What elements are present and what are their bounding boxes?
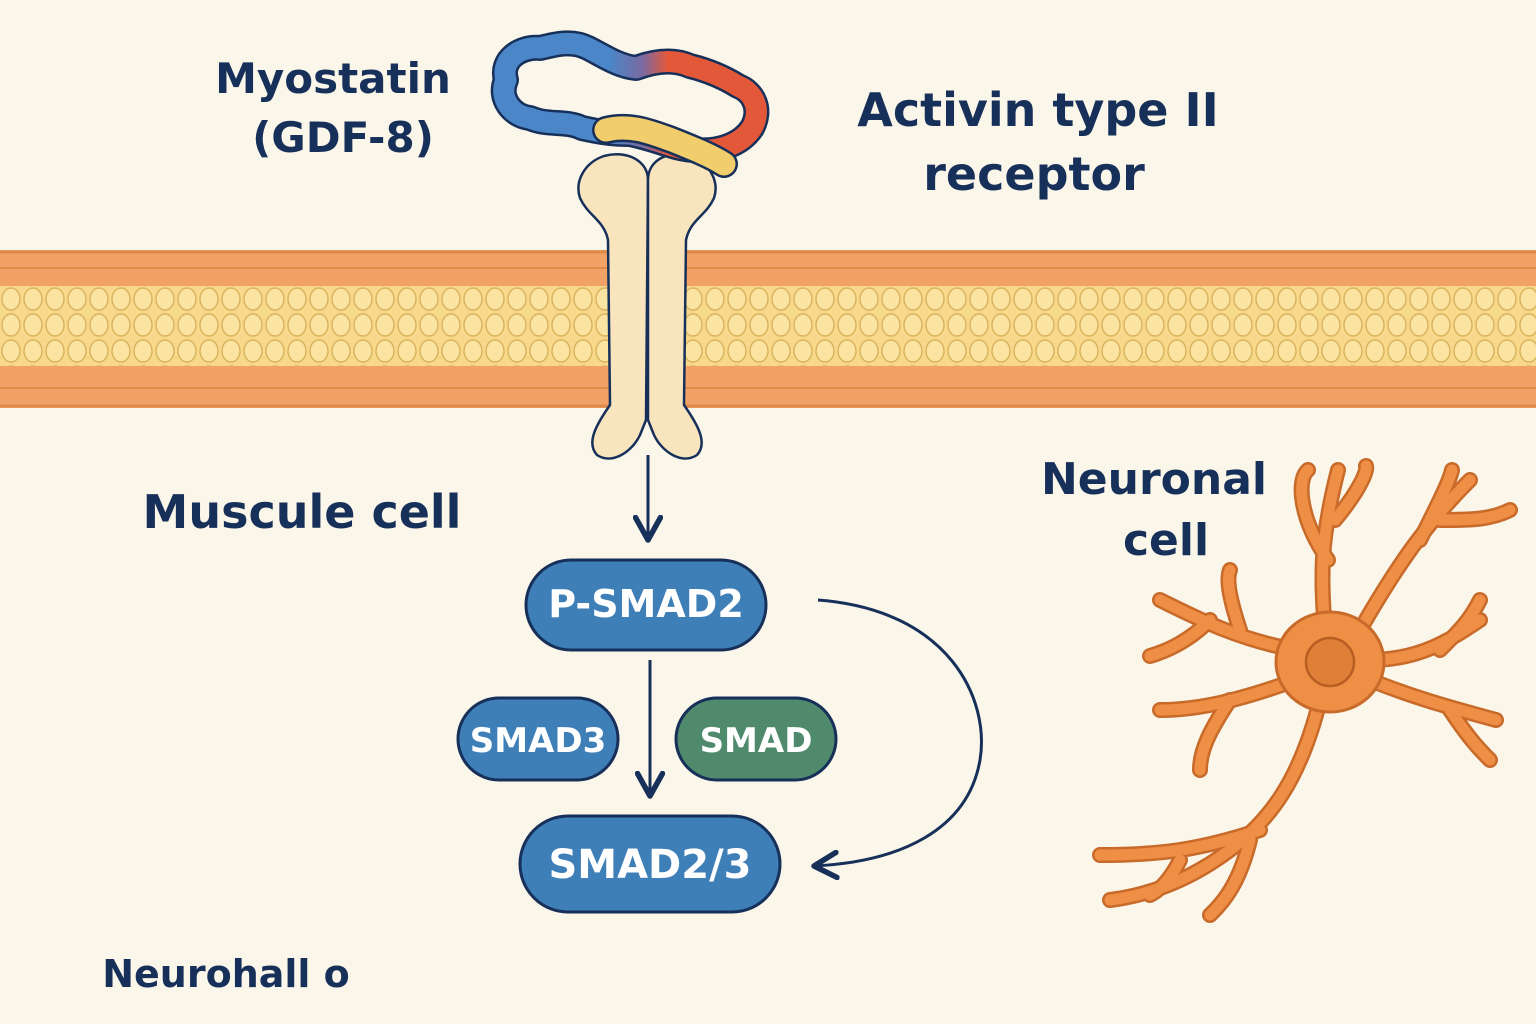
arrow-psmad2-curve-to-smad23 (814, 598, 983, 866)
neuron-nucleus (1304, 636, 1356, 688)
label-footer: Neurohall o (102, 952, 350, 996)
neuron-illustration (1092, 458, 1518, 923)
node-smad3-shape (456, 696, 620, 782)
node-psmad2: P-SMAD2 (524, 558, 768, 652)
node-smad: SMAD (674, 696, 838, 782)
node-smad-label: SMAD (700, 721, 813, 761)
lipid-bilayer (0, 286, 1536, 366)
node-smad23: SMAD2/3 (518, 814, 782, 914)
receptor-arm-left (577, 153, 650, 460)
pathway-arrows (648, 455, 983, 866)
label-activin-receptor: Activin type II (857, 83, 1219, 137)
myostatin-ligand-shape (490, 30, 770, 178)
node-psmad2-label: P-SMAD2 (548, 582, 744, 626)
node-smad3: SMAD3 (456, 696, 620, 782)
ligand-yellow-segment-fill (594, 116, 736, 176)
label-receptor: receptor (923, 147, 1145, 201)
label-muscle-cell: Muscule cell (143, 485, 462, 539)
node-smad23-shape (518, 814, 782, 914)
label-neuronal: Neuronal (1041, 454, 1267, 505)
label-gdf8: (GDF-8) (252, 113, 434, 162)
text-labels: Myostatin (GDF-8) Activin type II recept… (102, 54, 1267, 996)
node-psmad2-shape (524, 558, 768, 652)
node-smad-shape (674, 696, 838, 782)
cell-membrane (0, 250, 1536, 408)
node-smad3-label: SMAD3 (470, 721, 607, 761)
node-smad23-label: SMAD2/3 (548, 842, 751, 888)
activin-receptor-shape (577, 153, 717, 460)
receptor-arm-right (646, 153, 717, 460)
label-cell: cell (1123, 515, 1209, 566)
label-myostatin: Myostatin (215, 54, 451, 103)
